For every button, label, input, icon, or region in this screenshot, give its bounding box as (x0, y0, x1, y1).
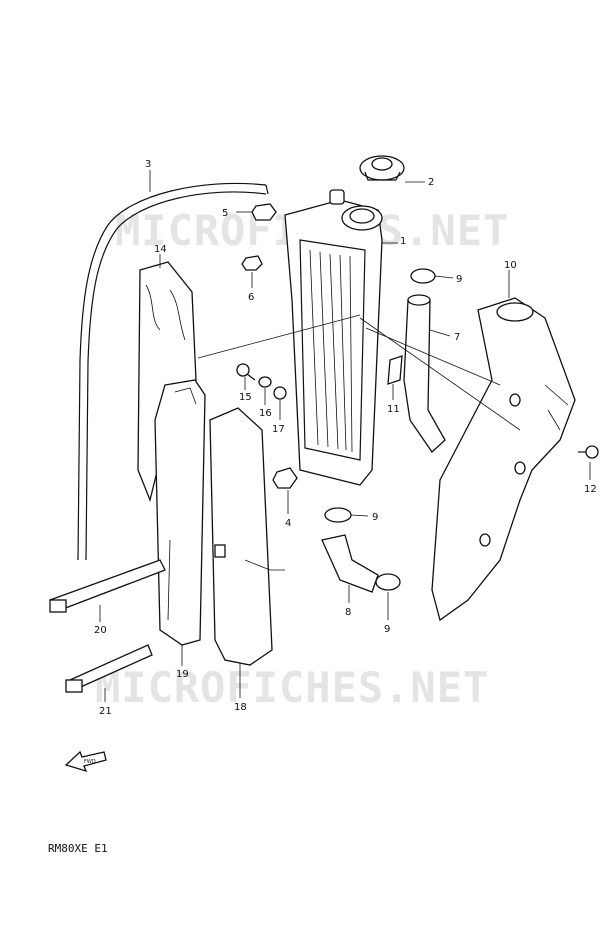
bracket-11 (387, 355, 403, 385)
fwd-arrow-icon: FWD (64, 750, 107, 773)
callout-5: 5 (222, 208, 228, 219)
watermark-bottom: MICROFICHES.NET (95, 663, 489, 712)
callout-15: 15 (239, 392, 252, 403)
hose-8 (321, 534, 379, 593)
callout-4: 4 (285, 518, 291, 529)
callout-21: 21 (99, 706, 112, 717)
callout-7: 7 (454, 332, 460, 343)
strap-21 (65, 644, 153, 693)
callout-6: 6 (248, 292, 254, 303)
nut-6 (241, 255, 263, 271)
bolt-4 (272, 467, 298, 489)
callout-11: 11 (387, 404, 400, 415)
callout-1: 1 (400, 236, 406, 247)
overflow-hose (77, 182, 269, 561)
callout-9-top: 9 (456, 274, 462, 285)
shroud-19 (154, 379, 206, 646)
hose-7 (403, 294, 446, 453)
side-cover-10 (431, 297, 576, 622)
callout-14: 14 (154, 244, 167, 255)
callout-20: 20 (94, 625, 107, 636)
radiator-cap (359, 155, 405, 181)
callout-3: 3 (145, 159, 151, 170)
callout-16: 16 (259, 408, 272, 419)
callout-18: 18 (234, 702, 247, 713)
callout-17: 17 (272, 424, 285, 435)
washer-16 (258, 376, 272, 388)
clamp-9-top (410, 268, 436, 284)
model-code: RM80XE E1 (48, 842, 108, 855)
strap-20 (49, 559, 166, 613)
callout-9-bottom: 9 (384, 624, 390, 635)
callout-9-mid: 9 (372, 512, 378, 523)
bolt-5 (251, 203, 277, 221)
clamp-9-bottom (375, 573, 401, 591)
clamp-9-mid (324, 507, 352, 523)
callout-12: 12 (584, 484, 597, 495)
callout-2: 2 (428, 177, 434, 188)
fwd-label: FWD (84, 759, 96, 765)
callout-8: 8 (345, 607, 351, 618)
leader-lines (99, 170, 591, 702)
screw-12 (578, 445, 599, 459)
callouts: 1 2 3 4 5 6 7 8 9 9 9 10 11 12 14 15 16 … (94, 159, 597, 717)
bolt-15 (236, 363, 256, 381)
washer-17 (273, 386, 287, 400)
shroud-18 (209, 407, 285, 666)
radiator (284, 189, 383, 486)
callout-10: 10 (504, 260, 517, 271)
callout-19: 19 (176, 669, 189, 680)
